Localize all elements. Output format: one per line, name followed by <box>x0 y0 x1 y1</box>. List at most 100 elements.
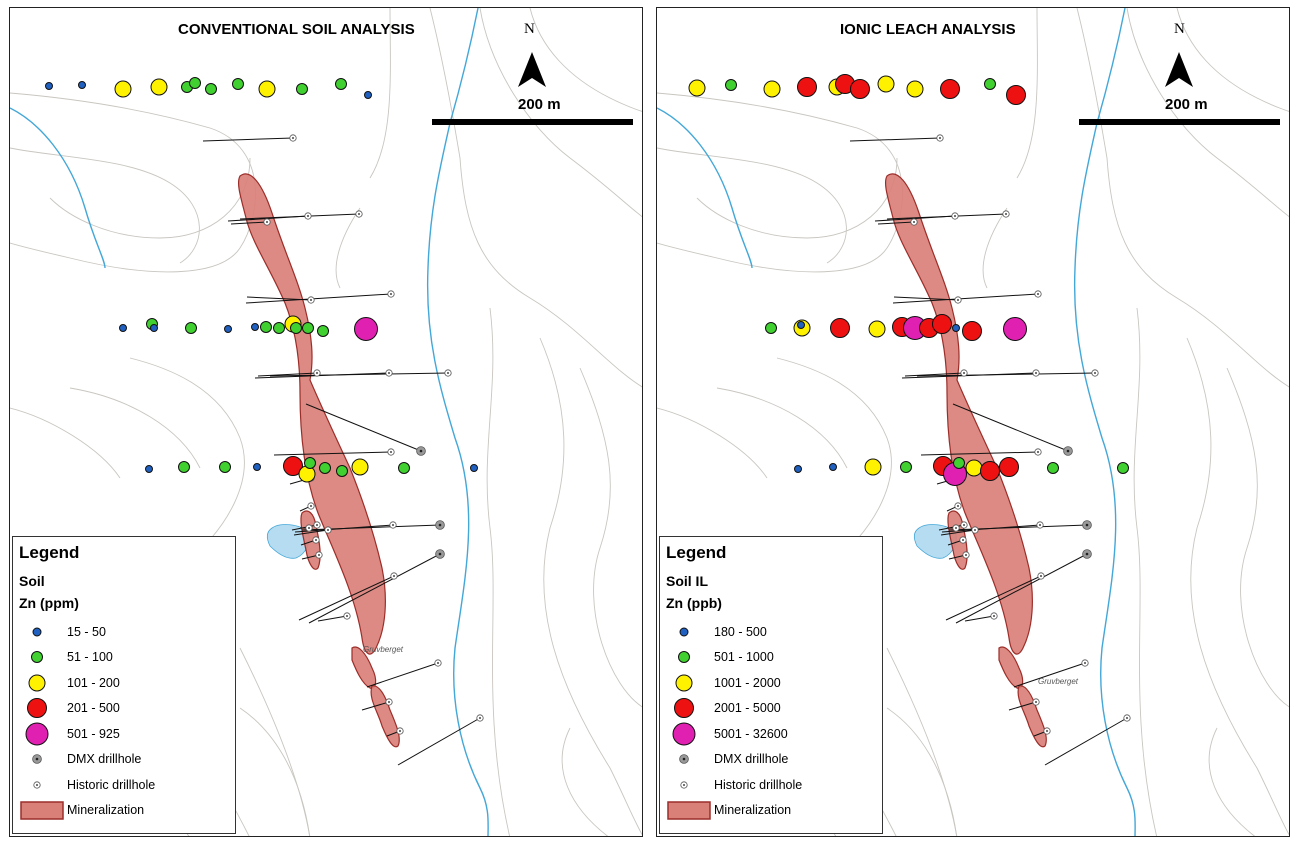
streams <box>657 8 1136 836</box>
contour-line <box>10 407 121 479</box>
drillhole-collars <box>910 134 1131 735</box>
historic-drillhole-dot <box>1035 372 1037 374</box>
legend-symbol-graphic <box>672 722 696 746</box>
legend-label: 180 - 500 <box>714 624 767 639</box>
legend-symbol <box>666 670 714 696</box>
legend-label: 5001 - 32600 <box>714 726 788 741</box>
soil-sample-blue <box>119 324 127 332</box>
stream-east <box>1073 8 1136 836</box>
legend-symbol-graphic <box>675 674 693 692</box>
soil-sample-yellow <box>351 458 369 476</box>
legend-label: 501 - 1000 <box>714 650 774 665</box>
stream-east <box>426 8 489 836</box>
legend-symbol <box>666 721 714 747</box>
contour-line <box>1076 8 1289 388</box>
soil-sample-blue <box>78 81 86 89</box>
soil-sample-green <box>336 465 348 477</box>
soil-sample-green <box>1117 462 1129 474</box>
historic-drillhole-dot <box>327 529 329 531</box>
historic-drillhole-dot <box>954 215 956 217</box>
soil-sample-blue <box>952 324 960 332</box>
historic-drillhole-trace <box>940 529 976 536</box>
soil-sample-yellow <box>864 458 882 476</box>
legend-rows: 180 - 500 501 - 1000 1001 - 2000 2001 - 500… <box>666 619 876 823</box>
legend-circle-green <box>678 651 690 664</box>
legend-row-class: 2001 - 5000 <box>666 696 876 722</box>
historic-drillhole-dot <box>1005 213 1007 215</box>
historic-drillhole-trace <box>230 221 268 225</box>
historic-drillhole-dot <box>993 615 995 617</box>
legend-row-mineralization: Mineralization <box>666 798 876 824</box>
soil-sample-red <box>850 79 870 99</box>
historic-drillhole-dot <box>399 730 401 732</box>
historic-drillhole-dot <box>388 701 390 703</box>
legend-row-class: 201 - 500 <box>19 696 229 722</box>
legend-label: 101 - 200 <box>67 675 120 690</box>
legend-symbol <box>19 695 67 721</box>
dmx-drillhole-trace <box>955 553 1088 624</box>
legend-unit: Zn (ppm) <box>19 595 79 611</box>
legend-symbol-graphic <box>27 698 47 719</box>
legend-label: 1001 - 2000 <box>714 675 781 690</box>
soil-sample-green <box>900 461 912 473</box>
soil-sample-green <box>317 325 329 337</box>
contour-line <box>1186 337 1289 836</box>
legend-row-class: 1001 - 2000 <box>666 670 876 696</box>
soil-sample-green <box>178 461 190 473</box>
historic-drillhole-dot <box>962 539 964 541</box>
historic-drillhole-trace <box>920 451 1039 456</box>
dmx-drillhole-dot <box>1085 552 1089 556</box>
dmx-drillhole-dot <box>438 523 442 527</box>
soil-sample-yellow <box>258 80 276 98</box>
north-arrow-icon <box>518 52 546 87</box>
map-canvas <box>10 8 642 836</box>
legend-symbol-graphic <box>678 651 690 664</box>
historic-drillhole-trace <box>202 137 294 142</box>
soil-sample-yellow <box>965 459 983 477</box>
contour-line <box>579 367 642 708</box>
historic-drillhole-dot <box>388 372 390 374</box>
legend-row-class: 101 - 200 <box>19 670 229 696</box>
contour-line <box>1133 307 1158 836</box>
historic-drillhole-dot <box>939 137 941 139</box>
historic-drillhole-dot <box>963 524 965 526</box>
historic-drillhole-dot <box>1039 524 1041 526</box>
legend-symbol <box>19 644 67 670</box>
legend-circle-yellow <box>675 674 693 692</box>
historic-drillhole-trace <box>257 372 318 377</box>
historic-drillhole-trace <box>877 221 915 225</box>
legend-symbol <box>19 619 67 645</box>
historic-drillhole-dot <box>957 505 959 507</box>
historic-drillhole-trace <box>273 451 392 456</box>
dmx-drillhole-trace <box>305 403 422 452</box>
drillhole-traces <box>849 137 1128 766</box>
historic-drillhole-trace <box>239 213 360 220</box>
legend-row-dmx: DMX drillhole <box>19 747 229 773</box>
dmx-drillhole-dot <box>1066 449 1070 453</box>
mineralization-bodies <box>237 173 400 748</box>
historic-drillhole-dot <box>358 213 360 215</box>
soil-sample-green <box>304 457 316 469</box>
contour-line <box>10 92 256 273</box>
legend-symbol-graphic <box>31 651 43 664</box>
contour-line <box>429 8 642 388</box>
historic-drillhole-dot <box>393 575 395 577</box>
historic-drillhole-dot <box>447 372 449 374</box>
soil-sample-yellow <box>877 75 895 93</box>
legend-circle-red <box>27 698 47 719</box>
legend-circle-magenta <box>672 722 696 746</box>
historic-drillhole-dot <box>308 527 310 529</box>
mineralization-lens <box>1017 685 1047 748</box>
soil-sample-blue <box>150 324 158 332</box>
historic-drillhole-dot <box>392 524 394 526</box>
historic-drillhole-icon-dot <box>36 783 38 786</box>
map-panel-ionic-leach: IONIC LEACH ANALYSIS N 200 m Gruvberget … <box>656 7 1290 837</box>
contour-line <box>1126 8 1289 218</box>
historic-drillhole-dot <box>390 451 392 453</box>
historic-drillhole-dot <box>266 221 268 223</box>
legend-label: 501 - 925 <box>67 726 120 741</box>
historic-drillhole-dot <box>310 299 312 301</box>
legend-title: Legend <box>19 543 80 562</box>
soil-sample-green <box>765 322 777 334</box>
